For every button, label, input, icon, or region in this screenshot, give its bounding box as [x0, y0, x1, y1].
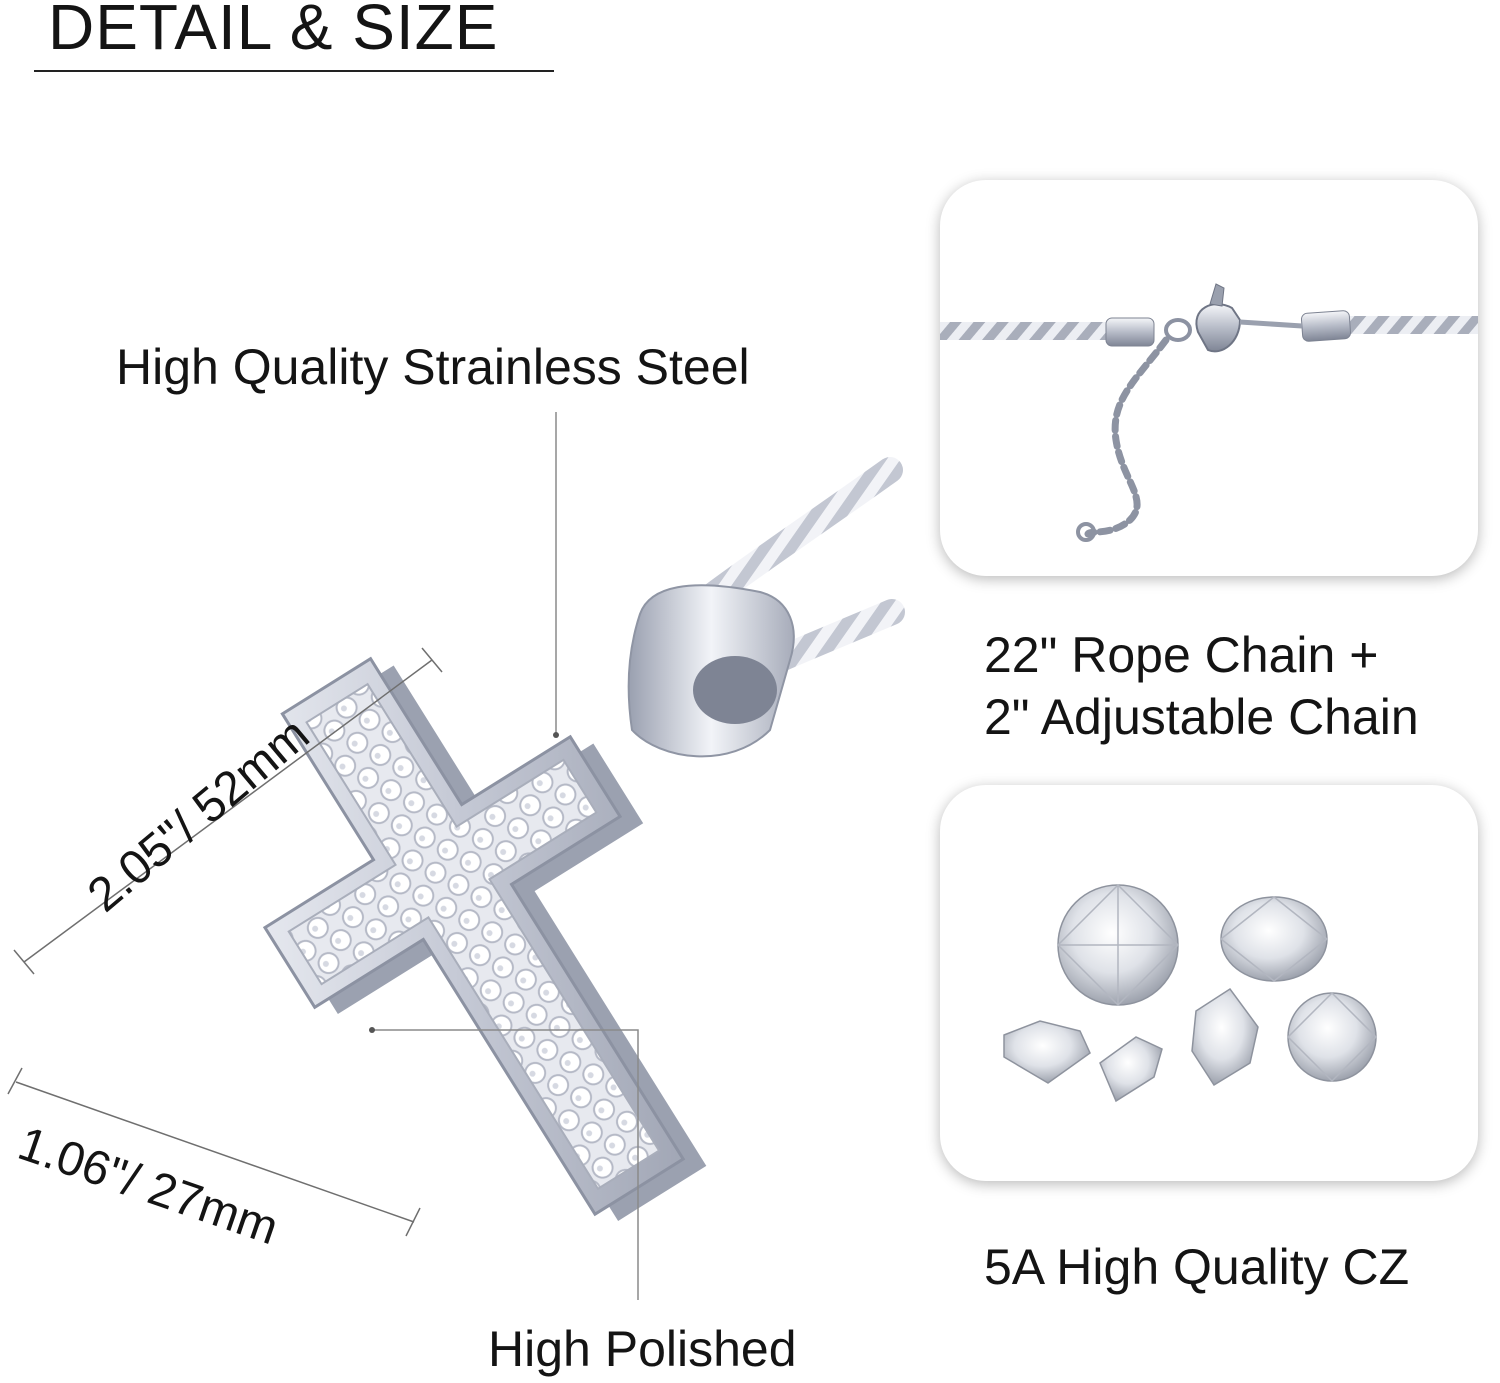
leader-lines [369, 412, 639, 1300]
finish-label: High Polished [488, 1321, 797, 1377]
material-label: High Quality Strainless Steel [116, 339, 750, 395]
pendant-illustration [7, 412, 905, 1300]
cross-pendant-icon [262, 656, 707, 1221]
page-title: DETAIL & SIZE [48, 0, 499, 63]
dimension-lines [7, 647, 443, 1237]
chain-label-line1: 22" Rope Chain + [984, 627, 1379, 683]
chain-detail-card [940, 180, 1478, 576]
chain-label-line2: 2" Adjustable Chain [984, 689, 1419, 745]
title-underline [34, 70, 554, 72]
cz-detail-card [940, 785, 1478, 1181]
cz-gemstones-icon [1003, 883, 1378, 1103]
cz-label: 5A High Quality CZ [984, 1239, 1410, 1295]
rope-chain-clasp-icon [940, 283, 1478, 542]
pendant-bail [627, 584, 795, 758]
